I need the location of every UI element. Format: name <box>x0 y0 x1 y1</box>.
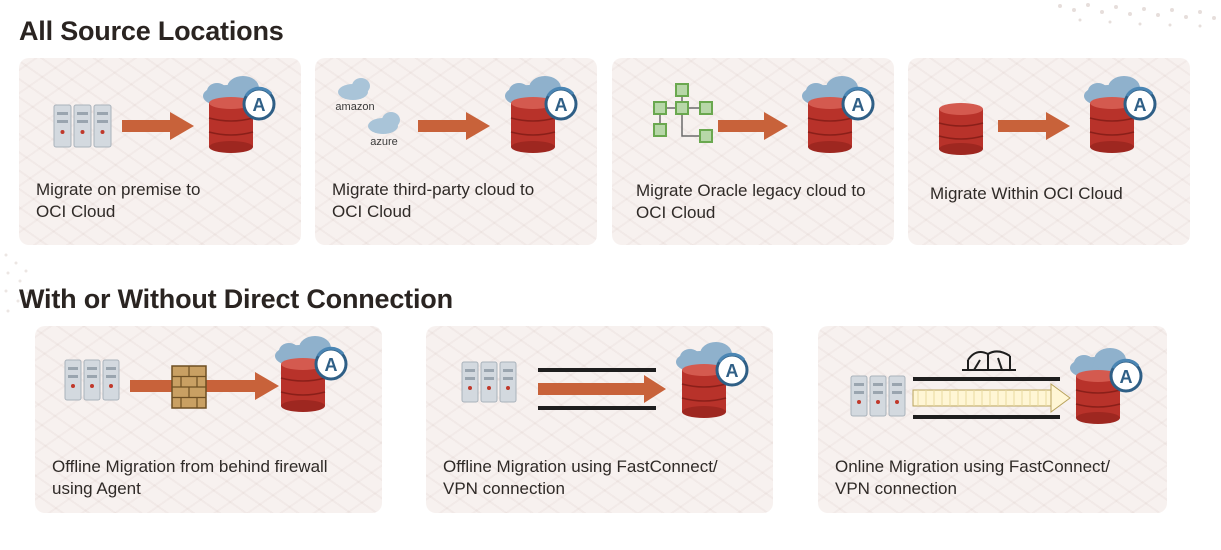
card-within-oci: A Migrate Within OCI Cloud <box>908 58 1190 245</box>
database-icon <box>1075 370 1121 424</box>
badge-letter: A <box>325 355 338 375</box>
database-icon <box>681 364 727 418</box>
firewall-migration-illustration: A <box>64 336 348 412</box>
server-rack-icon <box>461 361 517 403</box>
fastconnect-offline-illustration: A <box>461 342 749 418</box>
badge-letter: A <box>253 95 266 115</box>
card-online-fastconnect: A Online Migration using FastConnect/ VP… <box>818 326 1167 513</box>
badge-letter: A <box>852 95 865 115</box>
source-database-icon <box>938 103 984 155</box>
card-offline-firewall: A Offline Migration from behind firewall… <box>35 326 382 513</box>
autonomous-badge-icon: A <box>242 86 276 121</box>
fastconnect-online-illustration: A <box>850 348 1143 424</box>
autonomous-badge-icon: A <box>715 352 749 387</box>
firewall-icon <box>171 365 207 409</box>
server-rack-icon <box>850 375 906 417</box>
card-oracle-legacy-cloud: A Migrate Oracle legacy cloud to OCI Clo… <box>612 58 894 245</box>
card-label: Offline Migration from behind firewall u… <box>52 457 328 498</box>
connection-pipe-icon <box>913 377 1060 419</box>
card-label: Offline Migration using FastConnect/ VPN… <box>443 457 718 498</box>
autonomous-badge-icon: A <box>1123 86 1157 121</box>
migration-arrow-icon <box>122 112 194 140</box>
migration-arrow-icon <box>538 375 666 403</box>
section-title-connection: With or Without Direct Connection <box>19 284 453 314</box>
badge-letter: A <box>555 95 568 115</box>
azure-cloud-icon: azure <box>368 112 400 148</box>
network-node-icons <box>653 83 713 143</box>
decorative-dot-pattern-top-right <box>1058 3 1216 28</box>
card-third-party-cloud: amazon azure A Migrate third-party cloud… <box>315 58 597 245</box>
card-label: Migrate Within OCI Cloud <box>930 184 1123 203</box>
server-rack-icon <box>64 359 120 401</box>
within-oci-migration-illustration: A <box>938 76 1157 155</box>
server-rack-icon <box>53 104 112 148</box>
badge-letter: A <box>1134 95 1147 115</box>
card-label: Migrate third-party cloud to OCI Cloud <box>332 180 535 221</box>
badge-letter: A <box>726 361 739 381</box>
legacy-cloud-migration-illustration: A <box>653 76 875 153</box>
badge-letter: A <box>1120 367 1133 387</box>
card-label: Online Migration using FastConnect/ VPN … <box>835 457 1110 498</box>
third-party-migration-illustration: amazon azure A <box>335 76 578 153</box>
autonomous-badge-icon: A <box>544 86 578 121</box>
data-stream-arrow-icon <box>912 383 1071 413</box>
migration-arrow-icon <box>998 112 1070 140</box>
migration-arrow-icon <box>418 112 490 140</box>
database-icon <box>1089 97 1135 153</box>
card-label: Migrate on premise to OCI Cloud <box>36 180 201 221</box>
card-label: Migrate Oracle legacy cloud to OCI Cloud <box>636 181 866 222</box>
amazon-cloud-icon: amazon <box>335 78 375 113</box>
autonomous-badge-icon: A <box>841 86 875 121</box>
on-premise-migration-illustration: A <box>53 76 276 153</box>
amazon-label: amazon <box>335 101 374 113</box>
bridge-icon <box>962 350 1016 371</box>
card-offline-fastconnect: A Offline Migration using FastConnect/ V… <box>426 326 773 513</box>
migration-arrow-icon <box>718 112 788 140</box>
connection-pipe-icon <box>538 368 656 410</box>
autonomous-badge-icon: A <box>314 346 348 381</box>
card-on-premise: A Migrate on premise to OCI Cloud <box>19 58 301 245</box>
section-title-source-locations: All Source Locations <box>19 16 284 46</box>
autonomous-badge-icon: A <box>1109 358 1143 393</box>
azure-label: azure <box>370 136 398 148</box>
